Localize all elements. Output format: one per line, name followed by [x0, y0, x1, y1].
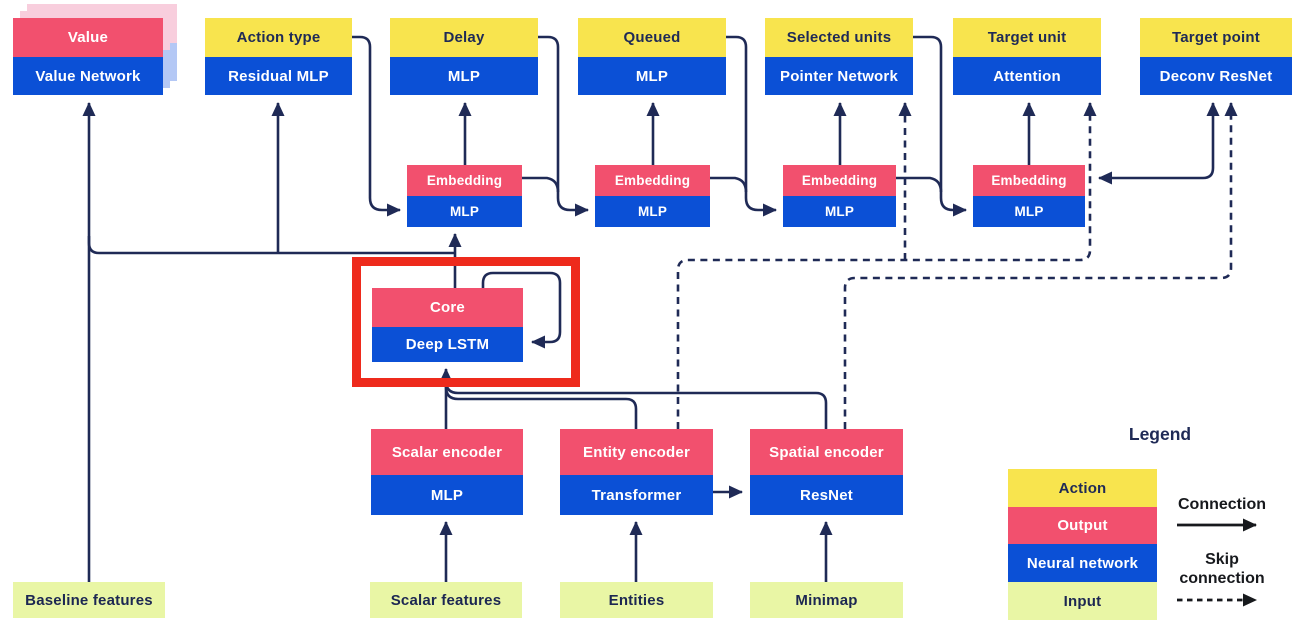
legend-input-label: Input — [1008, 582, 1157, 620]
value-output-label: Value — [13, 18, 163, 57]
delay-label: Delay — [390, 18, 538, 57]
skip-spatial-to-deconv — [843, 102, 1238, 429]
residual-mlp-label: Residual MLP — [205, 57, 352, 95]
legend-output-label: Output — [1008, 507, 1157, 544]
legend-action-label: Action — [1008, 469, 1157, 507]
spatial-encoder-label: Spatial encoder — [750, 429, 903, 475]
target-unit-label: Target unit — [953, 18, 1101, 57]
entities-label: Entities — [560, 582, 713, 618]
queued-label: Queued — [578, 18, 726, 57]
transformer-label: Transformer — [560, 475, 713, 515]
embedding1-label: Embedding — [407, 165, 522, 196]
deconv-resnet-label: Deconv ResNet — [1140, 57, 1292, 95]
node-entity-encoder: Entity encoder Transformer — [560, 429, 713, 515]
skip-entity-to-attention — [676, 102, 1097, 429]
delay-mlp-label: MLP — [390, 57, 538, 95]
node-delay: Delay MLP — [390, 18, 538, 95]
embedding3-mlp-label: MLP — [783, 196, 896, 227]
legend-swatches: Action Output Neural network Input — [1008, 469, 1157, 620]
conn-embedding2-to-mlp3 — [710, 176, 748, 193]
node-baseline-features: Baseline features — [13, 582, 165, 618]
attention-label: Attention — [953, 57, 1101, 95]
node-embedding-2: Embedding MLP — [595, 165, 710, 227]
resnet-label: ResNet — [750, 475, 903, 515]
conn-embedding1-to-mlp2 — [522, 176, 560, 193]
conn-embedding4-to-deconv — [1098, 102, 1220, 185]
node-scalar-encoder: Scalar encoder MLP — [371, 429, 523, 515]
node-action-type: Action type Residual MLP — [205, 18, 352, 95]
node-embedding-1: Embedding MLP — [407, 165, 522, 227]
node-scalar-features: Scalar features — [370, 582, 522, 618]
conn-lstm-to-left — [87, 236, 455, 255]
node-core: Core Deep LSTM — [372, 288, 523, 362]
value-network-label: Value Network — [13, 57, 163, 95]
embedding2-mlp-label: MLP — [595, 196, 710, 227]
legend-neural-network-label: Neural network — [1008, 544, 1157, 582]
node-selected-units: Selected units Pointer Network — [765, 18, 913, 95]
target-point-label: Target point — [1140, 18, 1292, 57]
node-value: Value Value Network — [13, 18, 163, 95]
legend-connection-label: Connection — [1178, 496, 1266, 513]
node-embedding-3: Embedding MLP — [783, 165, 896, 227]
embedding1-mlp-label: MLP — [407, 196, 522, 227]
embedding4-label: Embedding — [973, 165, 1085, 196]
node-entities: Entities — [560, 582, 713, 618]
node-embedding-4: Embedding MLP — [973, 165, 1085, 227]
scalar-features-label: Scalar features — [370, 582, 522, 618]
action-type-label: Action type — [205, 18, 352, 57]
embedding3-label: Embedding — [783, 165, 896, 196]
baseline-features-label: Baseline features — [13, 582, 165, 618]
queued-mlp-label: MLP — [578, 57, 726, 95]
scalar-encoder-label: Scalar encoder — [371, 429, 523, 475]
node-target-unit: Target unit Attention — [953, 18, 1101, 95]
embedding2-label: Embedding — [595, 165, 710, 196]
node-minimap: Minimap — [750, 582, 903, 618]
node-queued: Queued MLP — [578, 18, 726, 95]
node-spatial-encoder: Spatial encoder ResNet — [750, 429, 903, 515]
node-target-point: Target point Deconv ResNet — [1140, 18, 1292, 95]
pointer-network-label: Pointer Network — [765, 57, 913, 95]
core-highlight-box — [352, 257, 580, 387]
legend-title: Legend — [1128, 424, 1192, 444]
conn-embedding3-to-mlp4 — [896, 176, 943, 193]
legend-skip-label: Skip connection — [1179, 551, 1265, 587]
embedding4-mlp-label: MLP — [973, 196, 1085, 227]
conn-spatialencoder-to-core — [444, 380, 828, 429]
conn-entityencoder-to-core — [444, 386, 638, 429]
minimap-label: Minimap — [750, 582, 903, 618]
entity-encoder-label: Entity encoder — [560, 429, 713, 475]
selected-units-label: Selected units — [765, 18, 913, 57]
scalar-mlp-label: MLP — [371, 475, 523, 515]
